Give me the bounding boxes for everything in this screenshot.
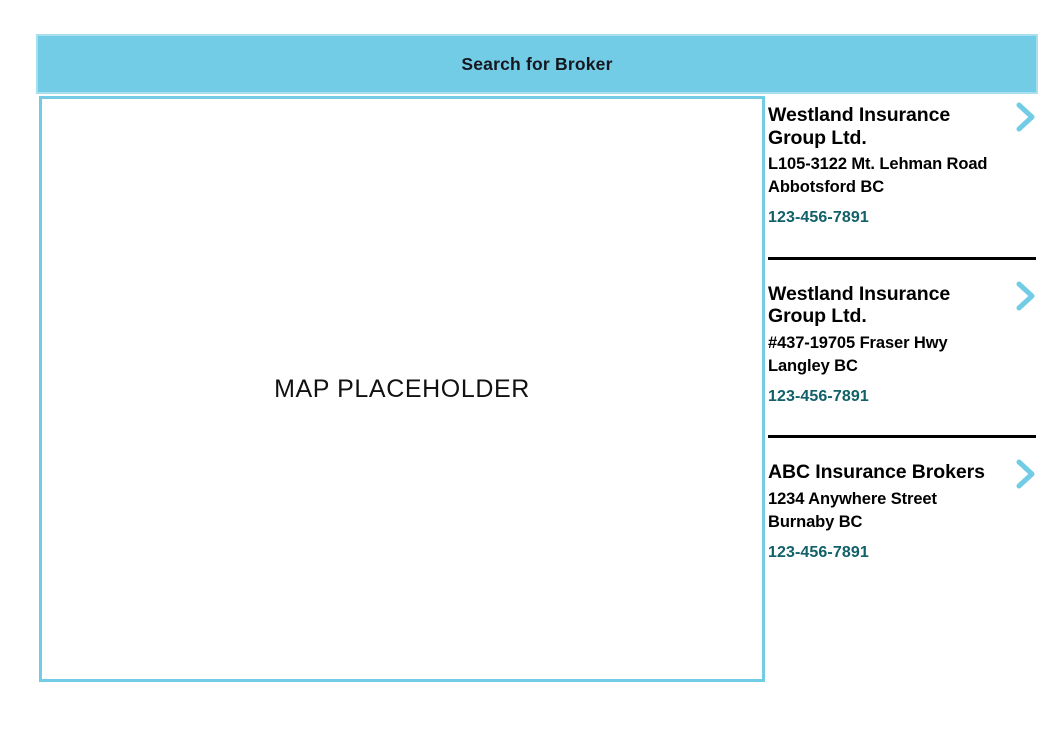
map-placeholder-label: MAP PLACEHOLDER: [274, 374, 530, 403]
list-item[interactable]: Westland Insurance Group Ltd. L105-3122 …: [768, 101, 1040, 228]
list-divider: [768, 256, 1036, 260]
broker-phone[interactable]: 123-456-7891: [768, 388, 869, 405]
broker-address: #437-19705 Fraser Hwy Langley BC: [768, 333, 948, 375]
broker-detail-button[interactable]: [1010, 280, 1040, 314]
broker-name: ABC Insurance Brokers: [768, 461, 985, 484]
list-divider: [768, 435, 1036, 439]
map-panel[interactable]: MAP PLACEHOLDER: [39, 96, 765, 682]
page-title: Search for Broker: [461, 53, 613, 74]
list-gap: [768, 438, 1040, 461]
chevron-right-icon: [1014, 458, 1040, 490]
broker-name: Westland Insurance Group Ltd.: [768, 282, 951, 328]
broker-details: ABC Insurance Brokers 1234 Anywhere Stre…: [768, 461, 1004, 562]
broker-detail-button[interactable]: [1010, 458, 1040, 492]
page-header: Search for Broker: [36, 34, 1038, 94]
broker-detail-button[interactable]: [1010, 101, 1040, 135]
chevron-right-icon: [1014, 101, 1040, 133]
list-item[interactable]: Westland Insurance Group Ltd. #437-19705…: [768, 280, 1040, 407]
broker-details: Westland Insurance Group Ltd. #437-19705…: [768, 283, 1004, 407]
list-gap: [768, 406, 1040, 435]
broker-name: Westland Insurance Group Ltd.: [768, 104, 951, 149]
broker-phone[interactable]: 123-456-7891: [768, 543, 869, 561]
list-item[interactable]: ABC Insurance Brokers 1234 Anywhere Stre…: [768, 458, 1040, 562]
chevron-right-icon: [1014, 280, 1040, 312]
list-gap: [768, 228, 1040, 257]
broker-address: 1234 Anywhere Street Burnaby BC: [768, 489, 937, 531]
broker-phone[interactable]: 123-456-7891: [768, 209, 869, 227]
broker-details: Westland Insurance Group Ltd. L105-3122 …: [768, 104, 1004, 228]
list-gap: [768, 260, 1040, 283]
broker-address: L105-3122 Mt. Lehman Road Abbotsford BC: [768, 155, 988, 197]
broker-results-list: Westland Insurance Group Ltd. L105-3122 …: [768, 101, 1040, 682]
